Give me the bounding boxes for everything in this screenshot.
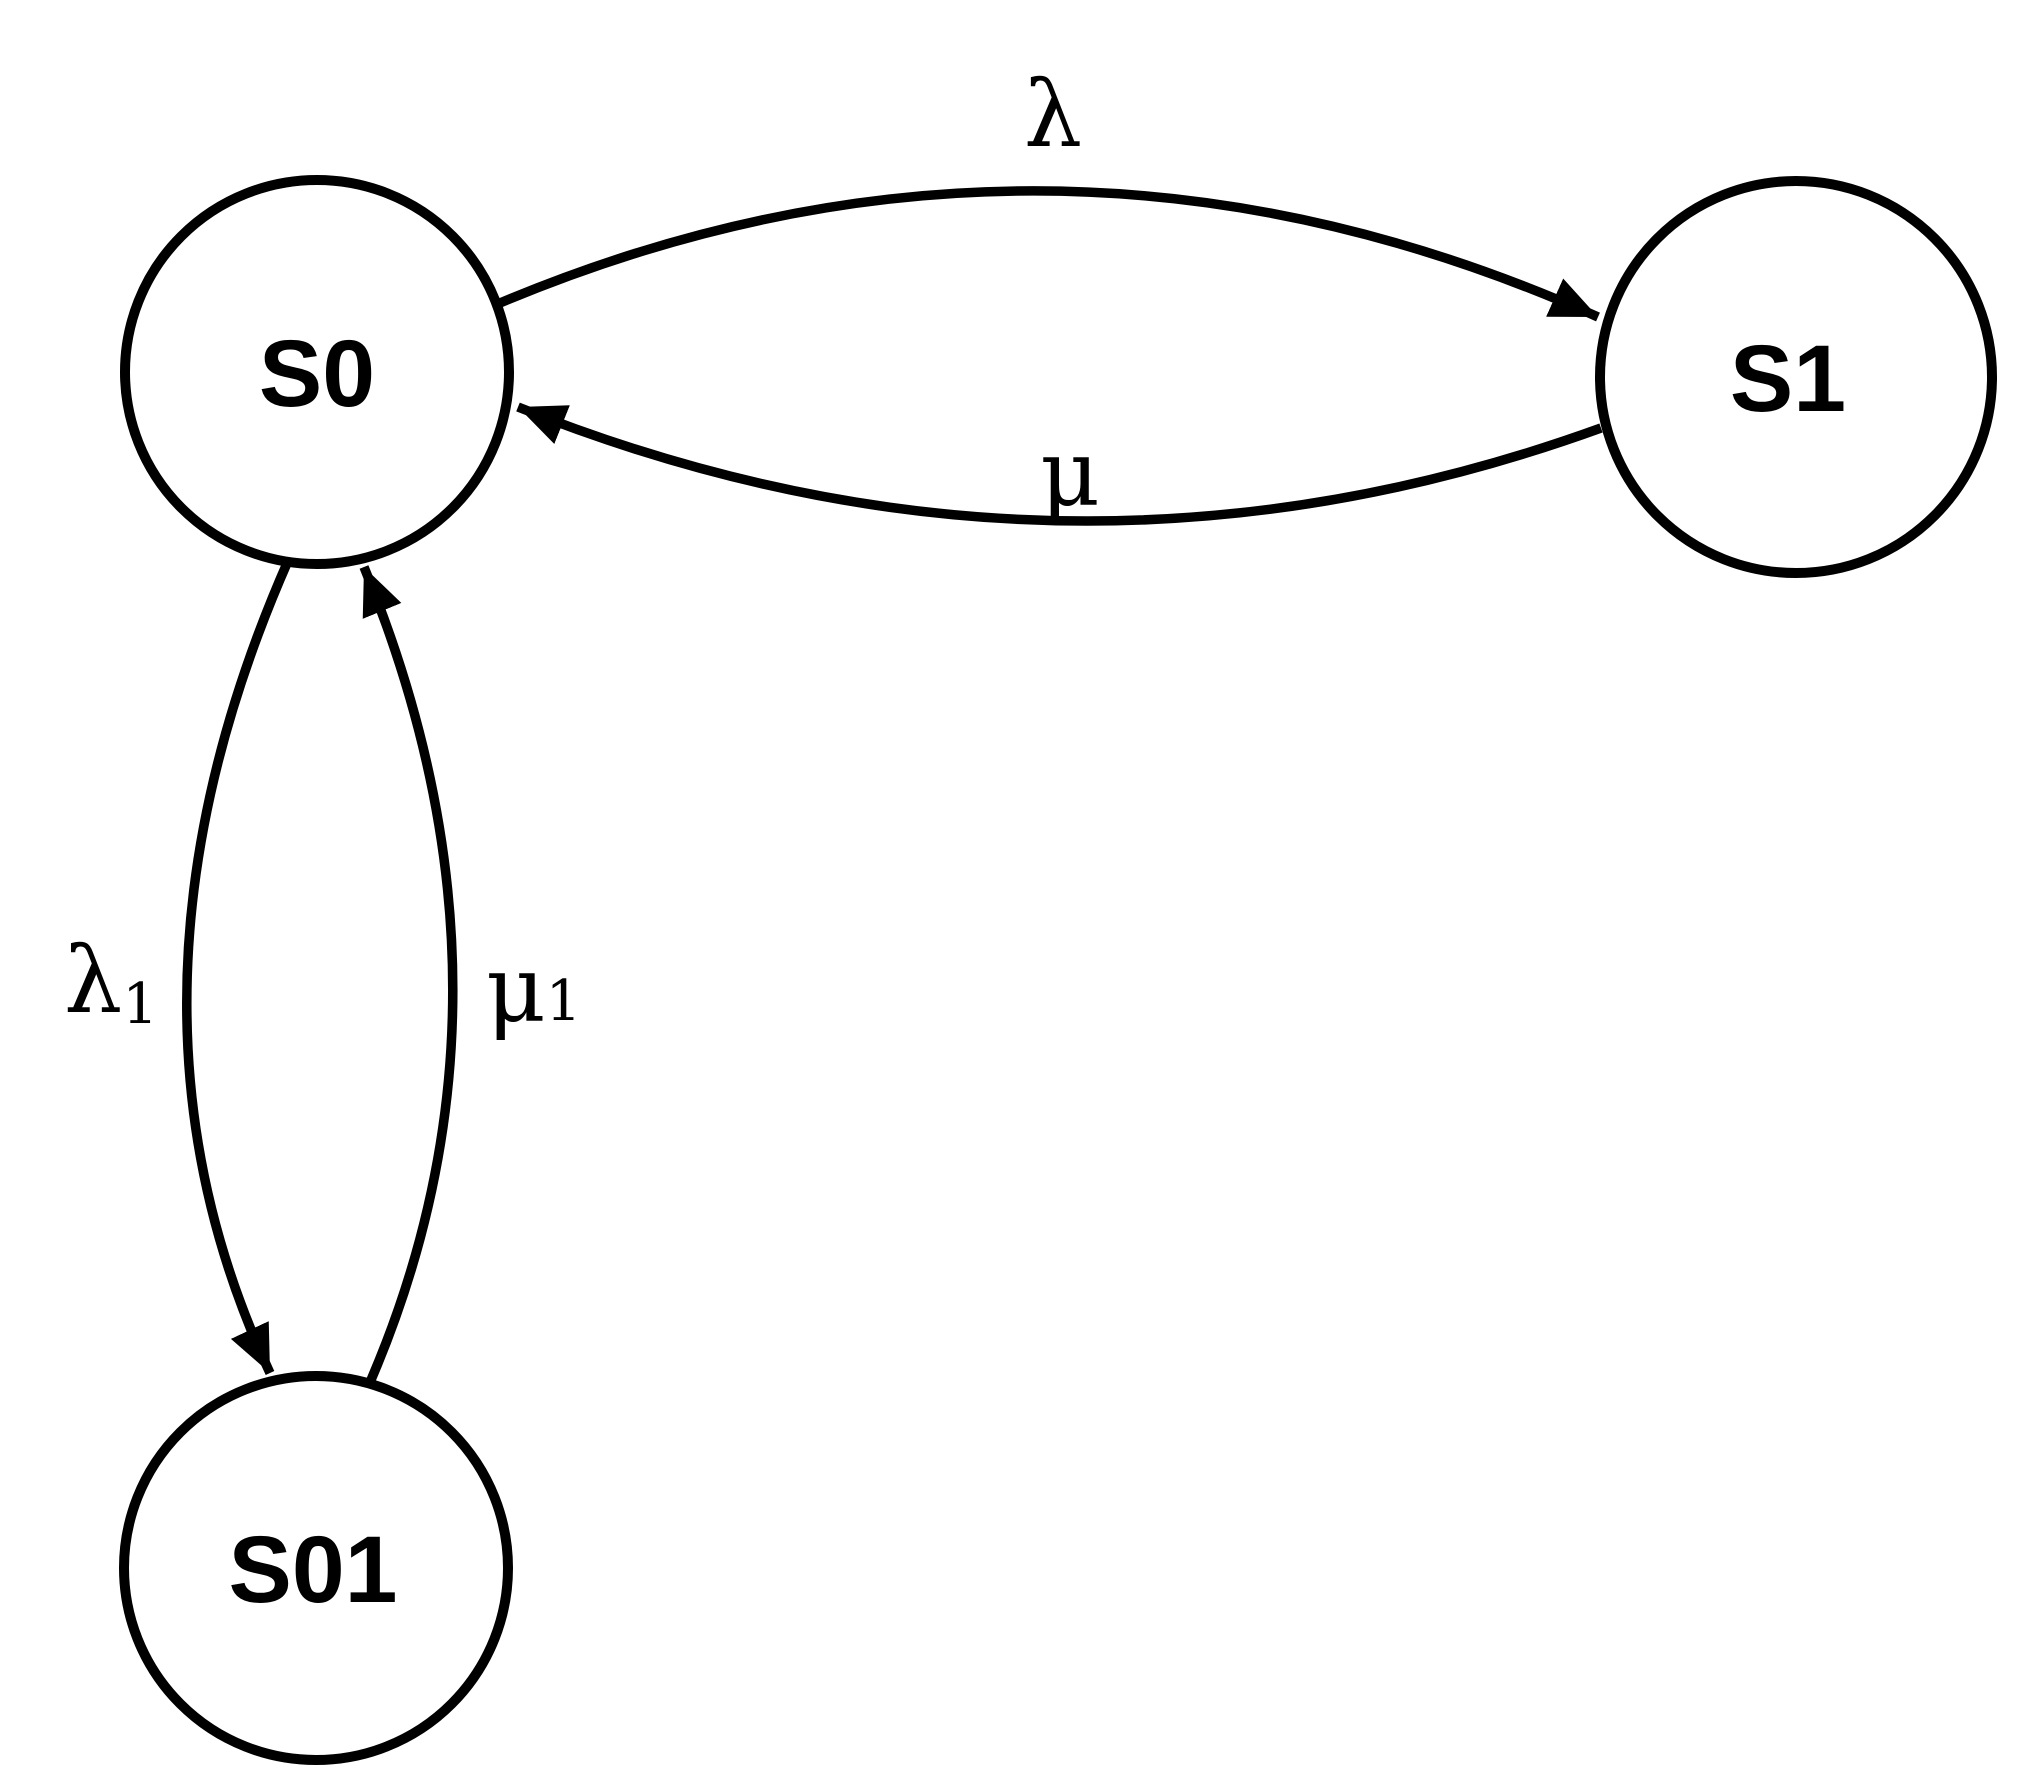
state-label-s0: S0	[259, 321, 375, 427]
transitions	[182, 186, 1603, 1382]
transition-arrow-s1-to-s0	[516, 402, 1603, 526]
transition-arrow-s01-to-s0	[359, 565, 458, 1382]
node-s1: S1	[1595, 176, 1997, 578]
edge-label-lambda1-sub: 1	[122, 972, 158, 1037]
edge-label-lambda: λ	[1024, 61, 1082, 168]
state-label-s01: S01	[228, 1517, 397, 1623]
edge-label-mu1: μ1	[486, 936, 581, 1043]
edge-label-mu-base: μ	[1040, 420, 1100, 527]
edge-label-mu1-sub: 1	[546, 969, 582, 1034]
states: S0 S1 S01	[119, 175, 1997, 1765]
state-label-s1: S1	[1730, 326, 1846, 432]
state-circle-s1	[1595, 176, 1997, 578]
transition-arrow-s0-to-s1	[498, 186, 1600, 322]
node-s0: S0	[120, 175, 514, 569]
transition-arrow-s0-to-s01	[182, 559, 293, 1376]
edge-label-lambda1-base: λ	[64, 927, 122, 1034]
transition-labels: λ μ λ1 μ1	[64, 61, 1100, 1043]
edge-label-mu: μ	[1040, 420, 1100, 527]
edge-label-lambda1: λ1	[64, 927, 158, 1037]
node-s01: S01	[119, 1371, 513, 1765]
edge-label-mu1-base: μ	[486, 936, 546, 1043]
state-circle-s0	[120, 175, 514, 569]
edge-label-lambda-base: λ	[1024, 61, 1082, 168]
state-circle-s01	[119, 1371, 513, 1765]
